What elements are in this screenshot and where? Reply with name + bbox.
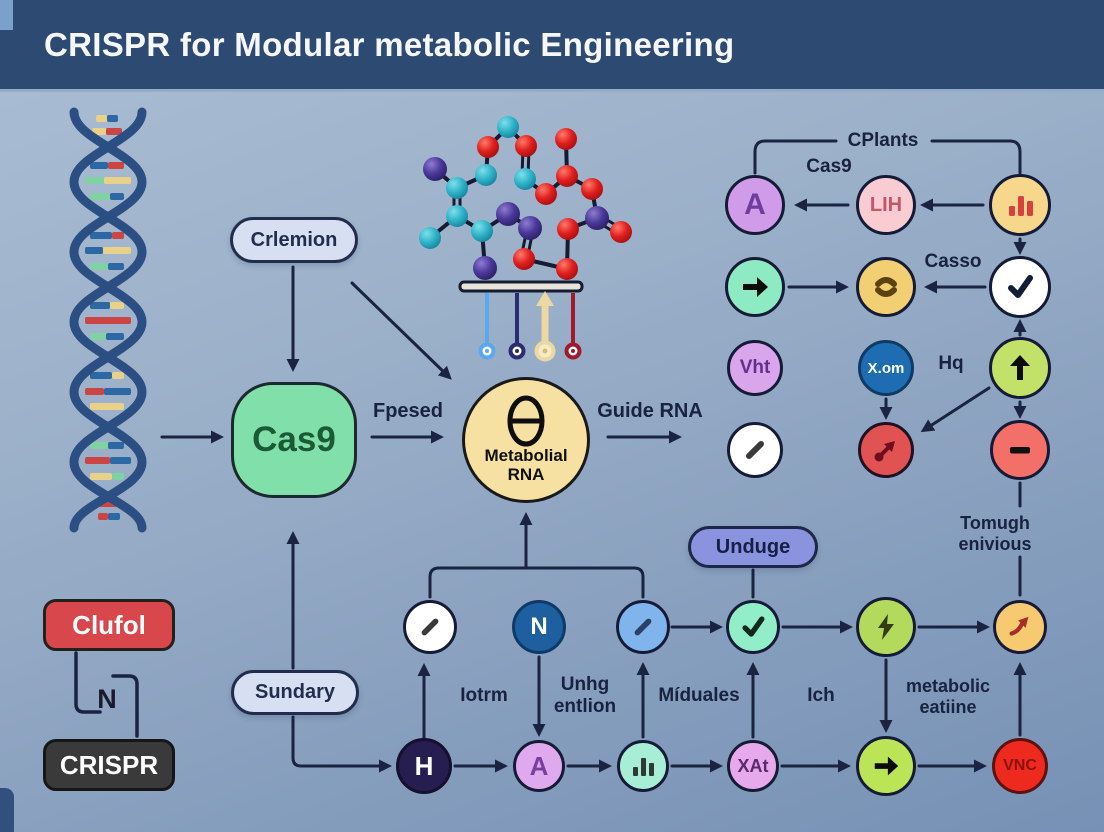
cplants-label: CPlants [847, 130, 919, 151]
trend-up-icon [1006, 613, 1034, 641]
molecule-illustration [419, 116, 632, 362]
check-mint-node [726, 600, 780, 654]
metabolic-eatiine-label: metabolic eatiine [888, 676, 1008, 718]
hanging-tags-illustration [458, 280, 584, 362]
lih-label: LIH [869, 193, 903, 216]
page-title: CRISPR for Modular metabolic Engineering [44, 25, 735, 63]
up-arrow-icon [1004, 352, 1036, 384]
xom-node: X.om [858, 340, 914, 396]
unduge-label: Unduge [715, 535, 791, 558]
metabolial-rna-node: Metabolial RNA [462, 377, 590, 503]
bar-chart-icon [1005, 190, 1035, 220]
sundary-label: Sundary [254, 681, 336, 703]
slash-white-right-node [727, 422, 783, 478]
crispr-box: CRISPR [43, 739, 175, 791]
check-icon [738, 612, 768, 642]
slash-blue-node [616, 600, 670, 654]
corner-dark-patch [0, 788, 14, 832]
vht-node: Vht [727, 340, 783, 396]
slash-white-mid-node [403, 600, 457, 654]
a-bottom-label: A [529, 750, 549, 781]
slash-icon [416, 613, 444, 641]
metabolic-line1: metabolic [905, 676, 991, 696]
ich-label: Ich [807, 685, 835, 706]
unhg-line1: Unhg [560, 674, 610, 695]
cas9-small-label: Cas9 [806, 156, 852, 177]
title-banner: CRISPR for Modular metabolic Engineering [0, 0, 1104, 92]
sync-icon [870, 271, 902, 303]
metabolial-label-line1: Metabolial [484, 446, 568, 466]
a-top-node: A [725, 175, 785, 235]
check-icon [1003, 270, 1037, 304]
xom-label: X.om [867, 359, 905, 377]
n-mid-node: N [512, 600, 566, 654]
clufol-label: Clufol [72, 609, 146, 640]
lih-node: LIH [856, 175, 916, 235]
corner-light-patch [0, 0, 13, 30]
unduge-pill: Unduge [688, 526, 818, 568]
xat-node: XAt [727, 740, 779, 792]
metabolic-line2: eatiine [919, 697, 977, 718]
miduales-label: Míduales [658, 685, 740, 706]
tomugh-line1: Tomugh [960, 513, 1030, 533]
xat-label: XAt [737, 755, 769, 776]
right-arrow-icon [739, 271, 771, 303]
n-mid-label: N [530, 613, 548, 640]
trend-red-node [858, 422, 914, 478]
minus-icon [1004, 434, 1036, 466]
crlemion-pill: Crlemion [230, 217, 358, 263]
metabolial-label-line2: RNA [507, 465, 545, 484]
unhg-line2: entlion [553, 696, 617, 718]
iotrm-label: Iotrm [460, 685, 508, 706]
clufol-box: Clufol [43, 599, 175, 651]
lightning-node [856, 597, 916, 657]
right-arrow-mint-node [725, 257, 785, 317]
sundary-pill: Sundary [231, 670, 359, 715]
check-white-node [989, 256, 1051, 318]
unhg-entlion-label: Unhg entlion [540, 674, 630, 719]
up-arrow-green-node [989, 337, 1051, 399]
trend-orange-node [993, 600, 1047, 654]
bar-chart-icon [630, 753, 656, 779]
right-arrow-green-node [856, 736, 916, 796]
a-top-label: A [744, 188, 766, 221]
crispr-label: CRISPR [59, 749, 159, 780]
h-bottom-label: H [414, 750, 434, 781]
n-connector-label: N [97, 684, 117, 714]
right-arrow-icon [871, 751, 901, 781]
casso-label: Casso [924, 251, 982, 272]
minus-red-node [990, 420, 1050, 480]
vnc-node: VNC [992, 738, 1048, 794]
h-bottom-node: H [396, 738, 452, 794]
a-bottom-node: A [513, 740, 565, 792]
dna-helix-illustration [69, 107, 147, 533]
trend-up-icon [871, 435, 901, 465]
slash-icon [629, 613, 657, 641]
crlemion-label: Crlemion [250, 228, 338, 251]
slash-icon [740, 435, 770, 465]
theta-icon [505, 395, 547, 447]
hq-label: Hq [938, 353, 964, 374]
sync-node [856, 257, 916, 317]
guide-rna-label: Guide RNA [597, 400, 703, 422]
cas9-label: Cas9 [252, 420, 336, 459]
bar-chart-top-node [989, 174, 1051, 236]
vht-label: Vht [739, 357, 771, 378]
fpesed-label: Fpesed [372, 400, 444, 422]
lightning-icon [871, 612, 901, 642]
tomugh-line2: enivious [958, 534, 1032, 555]
bar-chart-mint-node [617, 740, 669, 792]
tomugh-enivious-label: Tomugh enivious [935, 513, 1055, 555]
cas9-node: Cas9 [231, 382, 357, 498]
vnc-label: VNC [1003, 757, 1037, 774]
connector-arrows [74, 139, 1027, 773]
